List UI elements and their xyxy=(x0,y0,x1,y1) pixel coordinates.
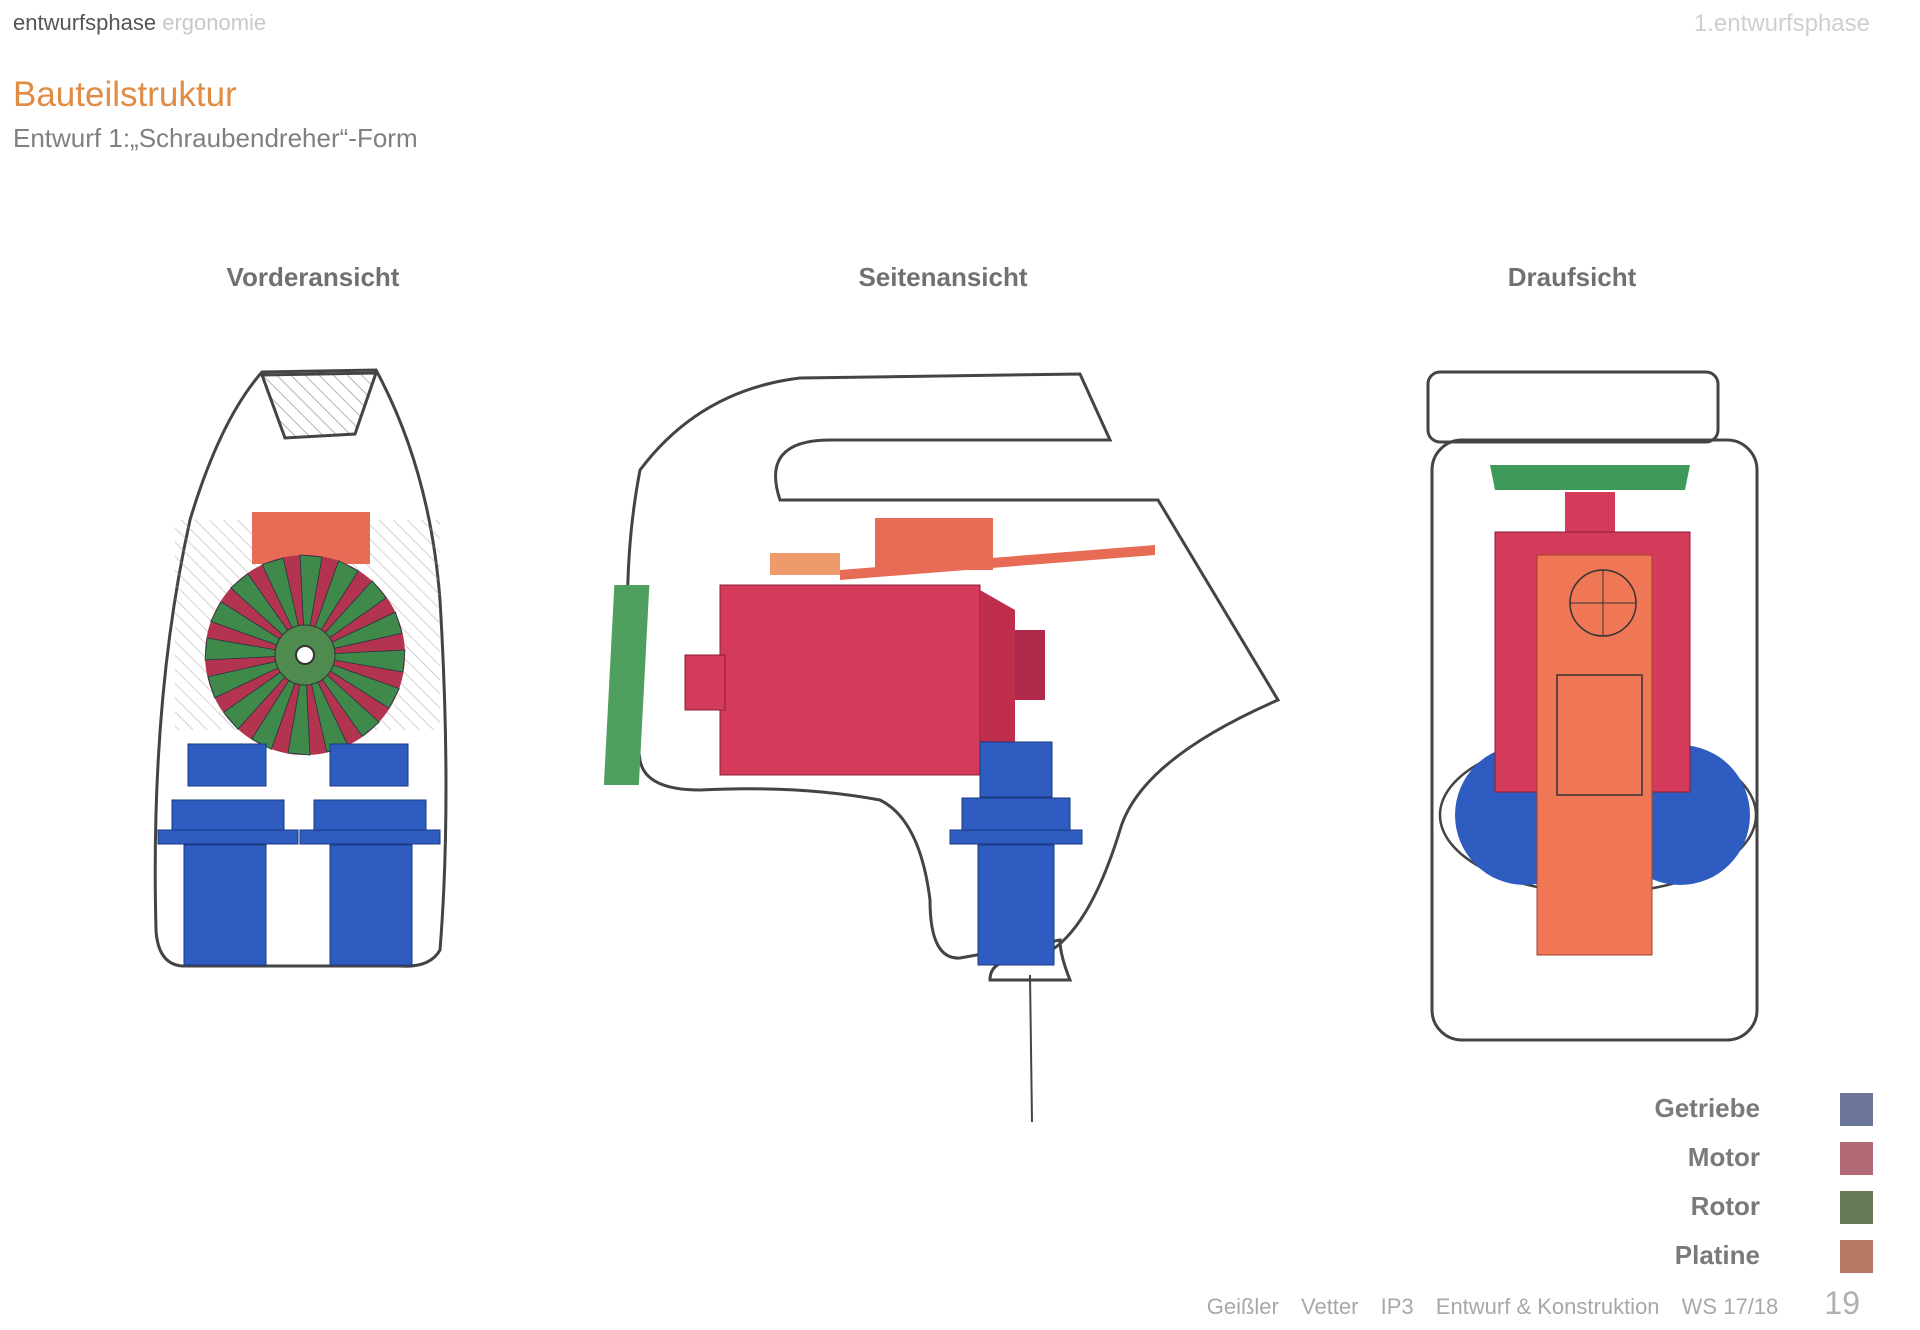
section-header: entwurfsphase ergonomie xyxy=(13,10,266,36)
footer-author-1: Geißler xyxy=(1206,1294,1279,1319)
legend-swatch-motor xyxy=(1840,1142,1873,1175)
front-view-sketch xyxy=(153,368,448,968)
section-name: entwurfsphase xyxy=(13,10,157,35)
phase-label: 1.entwurfsphase xyxy=(1693,10,1870,37)
section-subname: ergonomie xyxy=(162,10,267,35)
top-view-sketch xyxy=(1426,370,1759,1042)
legend-swatch-platine xyxy=(1840,1240,1873,1273)
footer-subject: Entwurf & Konstruktion xyxy=(1435,1294,1660,1319)
legend-swatch-getriebe xyxy=(1840,1093,1873,1126)
page-number: 19 xyxy=(1824,1285,1860,1321)
page-subtitle: Entwurf 1:„Schraubendreher“-Form xyxy=(13,123,418,153)
legend-label-rotor: Rotor xyxy=(1690,1191,1760,1221)
view-title-front: Vorderansicht xyxy=(226,262,400,292)
view-title-side: Seitenansicht xyxy=(858,262,1028,292)
view-title-top: Draufsicht xyxy=(1507,262,1637,292)
footer-course: IP3 xyxy=(1380,1294,1414,1319)
footer-author-2: Vetter xyxy=(1301,1294,1359,1319)
legend-label-getriebe: Getriebe xyxy=(1654,1093,1761,1123)
side-view-sketch xyxy=(603,372,1281,1123)
page-title: Bauteilstruktur xyxy=(13,75,237,114)
legend-label-motor: Motor xyxy=(1687,1142,1760,1172)
footer: Geißler Vetter IP3 Entwurf & Konstruktio… xyxy=(1191,1285,1860,1322)
legend-swatch-rotor xyxy=(1840,1191,1873,1224)
footer-semester: WS 17/18 xyxy=(1681,1294,1779,1319)
legend-label-platine: Platine xyxy=(1674,1240,1760,1270)
